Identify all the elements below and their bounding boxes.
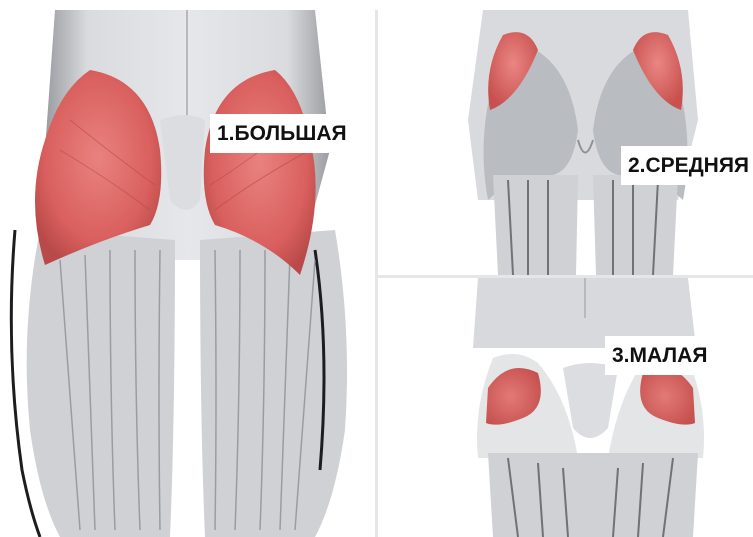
gluteus-medius-illustration (378, 0, 753, 275)
panel-gluteus-medius: 2.СРЕДНЯЯ (378, 0, 753, 275)
gluteus-minimus-illustration (378, 278, 753, 537)
panel-gluteus-minimus: 3.МАЛАЯ (378, 278, 753, 537)
label-gluteus-medius: 2.СРЕДНЯЯ (621, 146, 753, 185)
gluteus-maximus-illustration (0, 0, 375, 537)
label-gluteus-maximus: 1.БОЛЬШАЯ (210, 114, 353, 153)
panel-gluteus-maximus: 1.БОЛЬШАЯ (0, 0, 375, 537)
label-gluteus-minimus: 3.МАЛАЯ (605, 336, 713, 375)
